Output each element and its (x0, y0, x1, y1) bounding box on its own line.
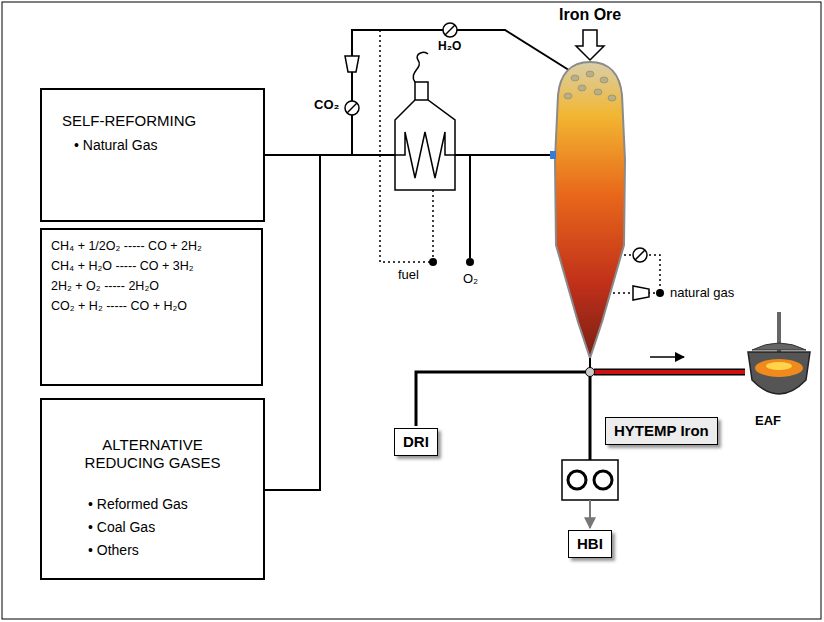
dri-line (416, 372, 586, 426)
valve-symbol (633, 248, 647, 262)
press-roll (594, 471, 612, 489)
hbi-arrow (589, 500, 591, 528)
heater-body (395, 100, 455, 190)
reaction-box: CH₄ + 1/2O₂ ----- CO + 2H₂ CH₄ + H₂O ----… (40, 228, 263, 386)
stream-label: natural gas (669, 286, 735, 301)
shaft-furnace (550, 30, 625, 358)
box-heading: ALTERNATIVE REDUCING GASES (83, 436, 223, 472)
main-gas-line (265, 154, 395, 156)
ore-lump (578, 85, 586, 91)
ore-lump (564, 93, 572, 99)
smoke (413, 52, 428, 82)
eaf-furnace (748, 312, 810, 394)
furnace-roof (752, 343, 806, 350)
furnace-vessel (748, 352, 810, 394)
feed-label: Iron Ore (558, 6, 622, 24)
compressor-symbol (633, 286, 649, 300)
hot-transport-line (594, 369, 745, 376)
press-roll (568, 471, 586, 489)
box-text: • Reformed Gas (88, 496, 253, 513)
hot-transport-line (594, 370, 745, 374)
box-heading: HBI (577, 535, 603, 553)
stream-label: H₂O (437, 40, 462, 54)
product-box: HBI (568, 530, 612, 558)
stream-label: fuel (397, 268, 420, 283)
fuel-line (432, 190, 434, 262)
flow-arrow (650, 356, 684, 358)
product-box: HYTEMP Iron (605, 417, 718, 445)
box-heading: CH₄ + 1/2O₂ ----- CO + 2H₂ (51, 239, 253, 254)
compressor-symbol (345, 56, 359, 72)
valve-symbol (445, 25, 455, 35)
valve-symbol (345, 101, 359, 115)
gas-nozzle (550, 151, 556, 159)
process-box: ALTERNATIVE REDUCING GASES • Reformed Gas… (40, 398, 265, 580)
stream-label: CO₂ (313, 98, 340, 113)
discharge-line (589, 358, 591, 368)
ore-lump (600, 77, 608, 83)
valve-symbol (443, 23, 457, 37)
heater-coil (395, 132, 455, 178)
junction (586, 368, 595, 377)
ore-lump (571, 75, 579, 81)
molten-steel (755, 359, 803, 377)
box-text: 2H₂ + O₂ ----- 2H₂O (51, 279, 253, 294)
box-heading: SELF-REFORMING (62, 112, 253, 130)
ore-lumps (564, 71, 616, 101)
box-text: • Others (88, 542, 253, 559)
hbi-line (589, 376, 592, 460)
product-lines (416, 357, 745, 528)
oxygen-line (469, 155, 471, 258)
equipment-label: EAF (754, 414, 782, 429)
oxygen-terminal (466, 258, 474, 266)
shaft-furnace (555, 62, 625, 358)
stream-label: O₂ (462, 272, 479, 287)
gas-lines (265, 30, 572, 490)
recycle-line (352, 30, 572, 155)
box-heading: HYTEMP Iron (614, 422, 709, 440)
chimney (415, 82, 428, 102)
product-box: DRI (394, 428, 438, 456)
valve-symbol (347, 103, 357, 113)
valve-symbol (635, 250, 645, 260)
process-box: SELF-REFORMING • Natural Gas (40, 88, 265, 222)
box-heading: DRI (403, 433, 429, 451)
alternative-gas-line (265, 155, 320, 490)
fuel-terminal (429, 258, 437, 266)
heater (395, 52, 455, 190)
natural-gas-terminal (656, 289, 664, 297)
ore-lump (586, 71, 594, 77)
feed-arrow (576, 30, 604, 60)
briquetting-press (562, 460, 618, 500)
box-text: • Natural Gas (74, 137, 253, 154)
ore-lump (594, 89, 602, 95)
box-text: CO₂ + H₂ ----- CO + H₂O (51, 299, 253, 314)
ore-lump (608, 95, 616, 101)
box-text: • Coal Gas (88, 519, 253, 536)
box-text: CH₄ + H₂O ----- CO + 3H₂ (51, 259, 253, 274)
molten-steel (766, 362, 792, 370)
